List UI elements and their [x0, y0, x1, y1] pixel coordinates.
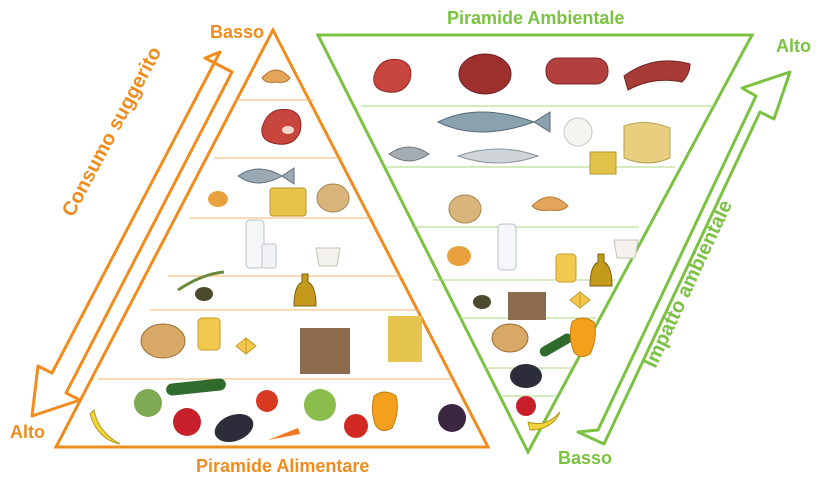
zucchini-icon — [166, 378, 226, 396]
sausages-icon — [623, 60, 691, 91]
olive-branch-icon — [177, 270, 225, 292]
eggplant-icon-env — [510, 364, 542, 388]
farfalle-icon-env — [569, 290, 591, 310]
pasta-icon — [197, 317, 221, 351]
carrot-icon — [268, 428, 300, 440]
env-pyramid-bottom-label: Basso — [558, 448, 613, 468]
consumo-arrow — [30, 50, 234, 418]
milk-icon-env — [497, 223, 517, 271]
tomato-icon — [256, 390, 278, 412]
env-pyramid-top-label: Alto — [776, 36, 811, 56]
pasta-icon-env — [555, 253, 577, 283]
tomato-icon-2 — [344, 414, 368, 438]
bell-pepper-icon-env — [569, 317, 596, 358]
food-pyramid — [53, 26, 491, 449]
grapes-icon — [438, 404, 466, 432]
couscous-icon — [388, 316, 422, 362]
banana-icon — [89, 408, 121, 445]
egg-icon — [208, 191, 228, 207]
env-pyramid-title: Piramide Ambientale — [447, 8, 625, 28]
croissant-icon — [261, 69, 291, 83]
broccoli-icon — [134, 389, 162, 417]
fish-icon — [237, 167, 295, 185]
farfalle-icon — [235, 336, 257, 356]
olives-icon — [195, 287, 213, 301]
apple-icon — [173, 408, 201, 436]
env-pyramid-outline — [315, 33, 755, 456]
fish-icon-env-2 — [388, 146, 430, 162]
eggplant-icon — [214, 413, 254, 443]
olives-icon-env — [473, 295, 491, 309]
whole-grain-icon-env — [508, 292, 546, 320]
food-pyramid-outline — [53, 26, 491, 449]
yogurt-icon-env — [613, 239, 639, 259]
croissant-icon-env — [531, 196, 569, 211]
yogurt-icon — [315, 247, 341, 267]
whole-grain-icon — [300, 328, 350, 374]
lettuce-icon — [304, 389, 336, 421]
beef-icon — [458, 53, 512, 95]
apple-icon-env — [516, 396, 536, 416]
egg-icon-env — [447, 246, 471, 266]
bell-pepper-icon — [371, 391, 398, 432]
zucchini-icon-env — [539, 333, 573, 357]
cheese-icon — [269, 187, 307, 217]
olive-oil-icon-env — [589, 253, 613, 287]
env-pyramid-foods — [373, 53, 691, 431]
bread-icon-env — [491, 323, 529, 353]
salmon-icon — [456, 148, 540, 164]
milk-glass-icon — [261, 243, 277, 269]
food-pyramid-bottom-label: Alto — [10, 422, 45, 442]
mozzarella-icon — [563, 117, 593, 147]
food-pyramid-title: Piramide Alimentare — [196, 456, 370, 476]
food-pyramid-top-label: Basso — [210, 22, 265, 42]
impatto-arrow — [576, 70, 792, 446]
food-pyramid-foods — [89, 69, 466, 445]
meat-fat-icon — [282, 126, 294, 134]
chicken-icon — [316, 183, 350, 213]
cheese-icon-env — [589, 151, 617, 175]
olive-oil-icon — [293, 273, 317, 307]
salami-icon — [545, 57, 609, 85]
red-meat-icon-env — [373, 58, 412, 93]
bread-icon — [140, 323, 186, 359]
fish-icon-env — [436, 111, 551, 133]
chicken-icon-env — [448, 194, 482, 224]
red-meat-icon — [261, 108, 302, 145]
banana-icon-env — [527, 411, 561, 431]
milk-icon — [245, 219, 265, 269]
cheese-wheel-icon — [623, 122, 671, 164]
